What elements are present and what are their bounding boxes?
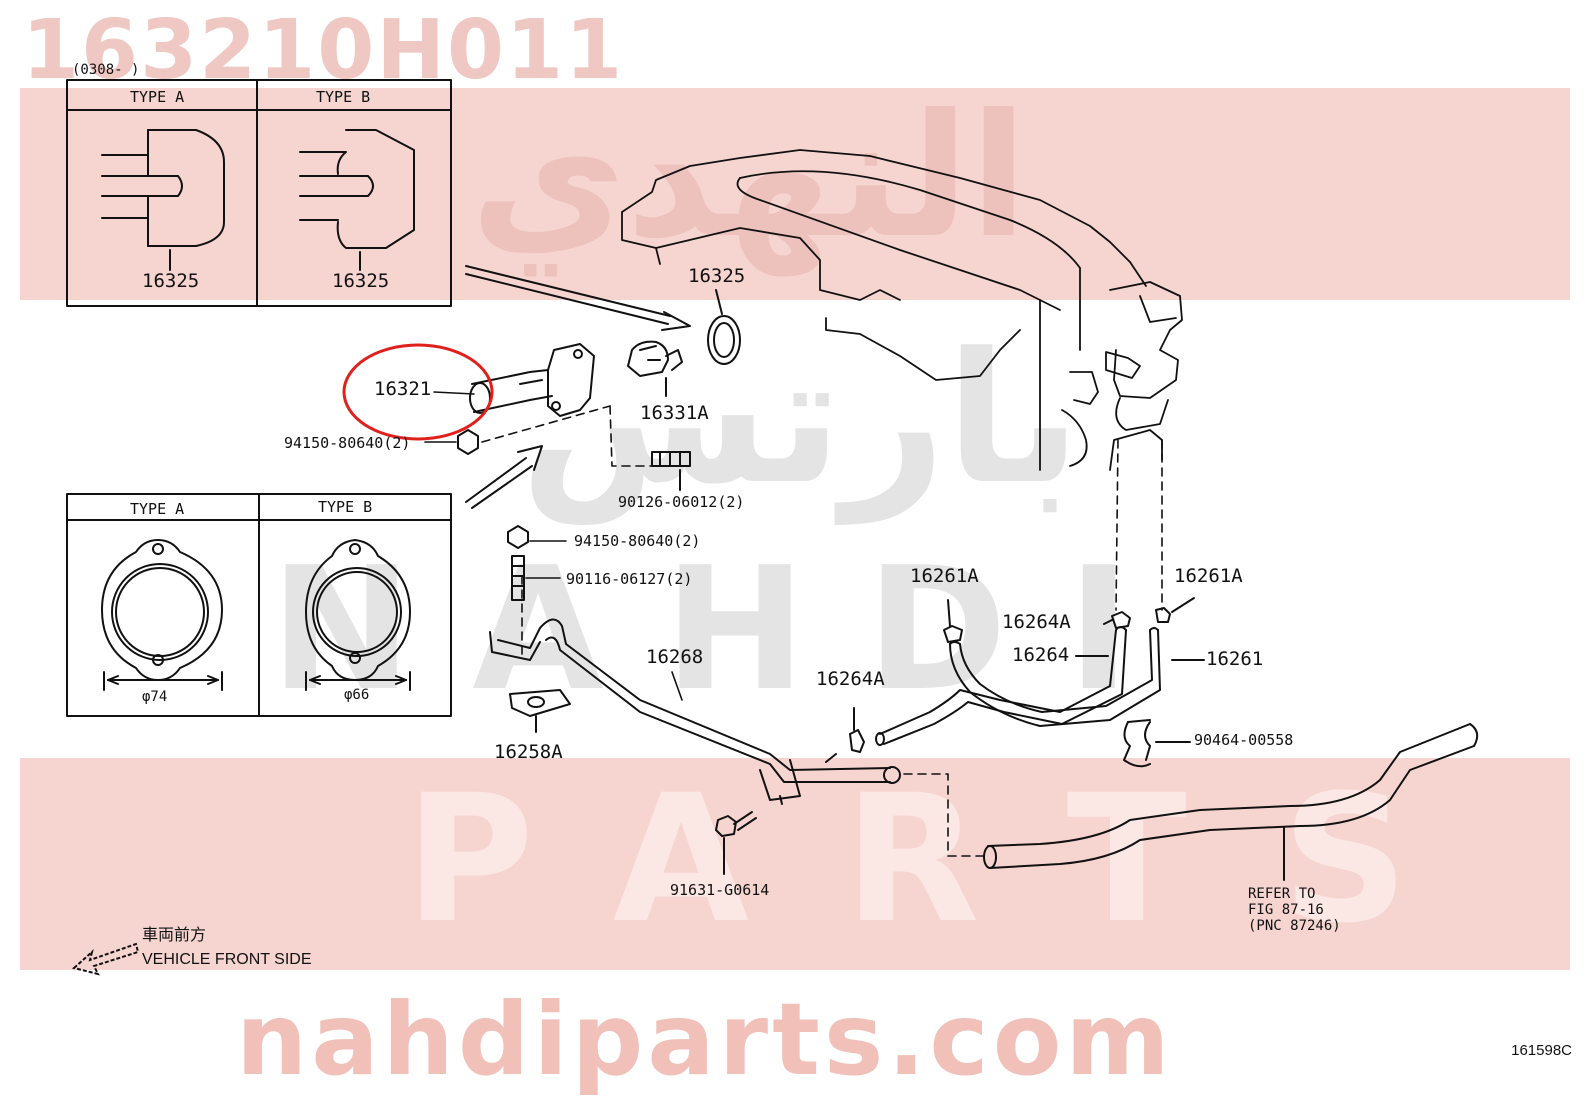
inset-top-date: (0308- ) [72, 62, 140, 78]
part-label-16261A-right: 16261A [1174, 565, 1243, 587]
part-label-90126: 90126-06012(2) [618, 493, 745, 511]
part-label-16264: 16264 [1012, 644, 1070, 666]
inset-bottom-dim-a: φ74 [142, 689, 168, 705]
part-label-16264A-left: 16264A [816, 668, 885, 690]
engine-head-outline [621, 149, 1147, 471]
nut-stud-mid [507, 525, 529, 601]
watermark-latin-bottom: PARTS [405, 757, 1504, 962]
part-label-16264A-mid: 16264A [1002, 611, 1071, 633]
part-label-16258A: 16258A [494, 741, 563, 763]
clamp-16264A-mid [849, 707, 865, 753]
watermark-band-bottom [20, 758, 1570, 970]
part-label-16261: 16261 [1206, 648, 1264, 670]
hoses-16264-16261 [875, 626, 1161, 746]
bolt-91631 [715, 811, 757, 875]
inset-bottom-type-b: TYPE B [318, 498, 373, 516]
inset-bottom-dim-b: φ66 [344, 687, 370, 703]
nut-stud-top [457, 429, 691, 491]
gasket-16258A [509, 689, 571, 733]
diagram-code: 161598C [1511, 1042, 1572, 1059]
watermark-latin-mid: NAHDI [270, 531, 1191, 729]
front-note-english: VEHICLE FRONT SIDE [142, 951, 312, 968]
watermark-band-top [20, 88, 1570, 300]
pointer-arrows [465, 265, 691, 509]
part-label-91631: 91631-G0614 [670, 881, 770, 899]
front-arrow-icon [71, 942, 140, 976]
inset-top-part-a: 16325 [142, 270, 200, 292]
clip-90464 [1123, 719, 1191, 768]
part-label-94150-top: 94150-80640(2) [284, 434, 411, 452]
refer-note: REFER TO FIG 87-16 (PNC 87246) [1248, 886, 1341, 934]
part-number-title: 163210H011 [22, 3, 625, 98]
inset-bottom-box [66, 493, 452, 717]
inset-top-type-b: TYPE B [316, 88, 371, 106]
inset-bottom-type-a: TYPE A [130, 500, 185, 518]
part-label-90464: 90464-00558 [1194, 731, 1294, 749]
part-label-16325: 16325 [688, 265, 746, 287]
part-label-16268: 16268 [646, 646, 704, 668]
part-label-90116: 90116-06127(2) [566, 570, 693, 588]
inset-top-part-b: 16325 [332, 270, 390, 292]
part-label-16331A: 16331A [640, 402, 709, 424]
part-label-16261A-left: 16261A [910, 565, 979, 587]
radiator-hose [983, 723, 1479, 881]
watermark-arabic-mid: بارتس [520, 315, 1081, 524]
part-label-16321: 16321 [374, 378, 432, 400]
gasket-16325 [707, 289, 741, 365]
thermostat-16331A [627, 340, 683, 397]
site-url-watermark: nahdiparts.com [236, 981, 1174, 1098]
bypass-pipe-16268 [489, 618, 901, 805]
part-label-94150-mid: 94150-80640(2) [574, 532, 701, 550]
dashed-leaders [481, 405, 1163, 857]
front-note-japanese: 車両前方 [142, 927, 207, 944]
inset-top-type-a: TYPE A [130, 88, 185, 106]
inset-top-box [66, 79, 452, 307]
clamps-upper [943, 597, 1205, 661]
highlight-circle-16321 [342, 343, 494, 441]
